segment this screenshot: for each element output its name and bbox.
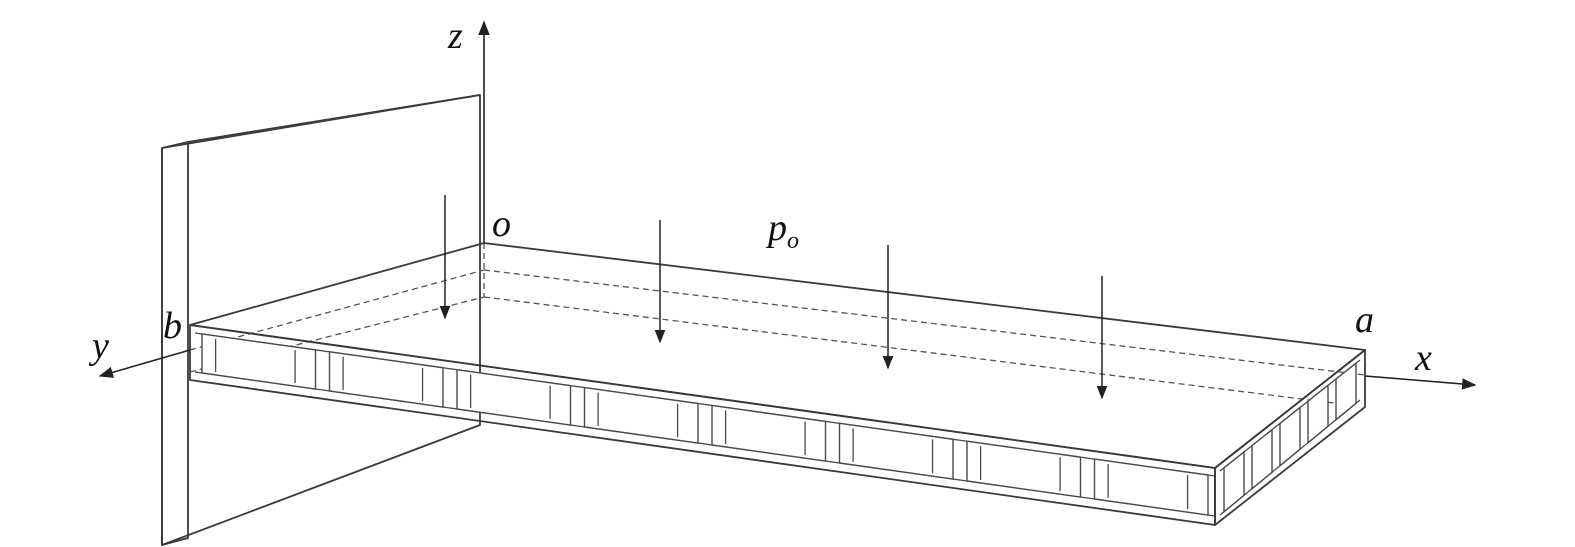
- end-cells: [1223, 361, 1357, 514]
- front-cell: [456, 368, 572, 426]
- y-axis-arrow: [98, 349, 191, 378]
- load-symbol: p: [765, 207, 787, 249]
- end-cell: [1251, 428, 1273, 491]
- end-cell: [1279, 406, 1301, 468]
- plate-end-face: [1214, 349, 1366, 526]
- front-cells: [201, 333, 1209, 516]
- origin-label: o: [492, 203, 511, 245]
- end-face-outline: [1214, 349, 1366, 526]
- front-cell: [583, 386, 699, 444]
- front-cell: [711, 404, 827, 462]
- hidden-edge-bottom: [483, 296, 1351, 406]
- end-cell: [1335, 361, 1357, 422]
- wall-support: [161, 94, 481, 546]
- load-arrows: [439, 195, 1108, 400]
- front-cell: [328, 351, 444, 408]
- corner-a-label: a: [1355, 299, 1374, 341]
- front-cell: [966, 440, 1082, 498]
- front-cell: [838, 422, 954, 480]
- corner-b-label: b: [163, 305, 182, 347]
- front-cell: [1093, 458, 1209, 516]
- x-axis-arrow: [1364, 375, 1477, 390]
- coordinate-axes: [98, 20, 1477, 390]
- hidden-edge-left-mid: [189, 269, 485, 351]
- x-axis-label: x: [1414, 337, 1432, 379]
- end-cell: [1307, 383, 1329, 445]
- end-cell: [1223, 450, 1245, 514]
- plate-front-face: [189, 324, 1216, 526]
- load-subscript: o: [787, 228, 799, 254]
- wall-side-face: [161, 141, 189, 546]
- y-axis-label: y: [88, 325, 109, 367]
- z-axis-label: z: [447, 15, 463, 57]
- hidden-edge-mid: [483, 269, 1366, 376]
- front-cell: [201, 333, 317, 390]
- load-label: po: [765, 207, 799, 254]
- wall-top-edge: [187, 94, 481, 143]
